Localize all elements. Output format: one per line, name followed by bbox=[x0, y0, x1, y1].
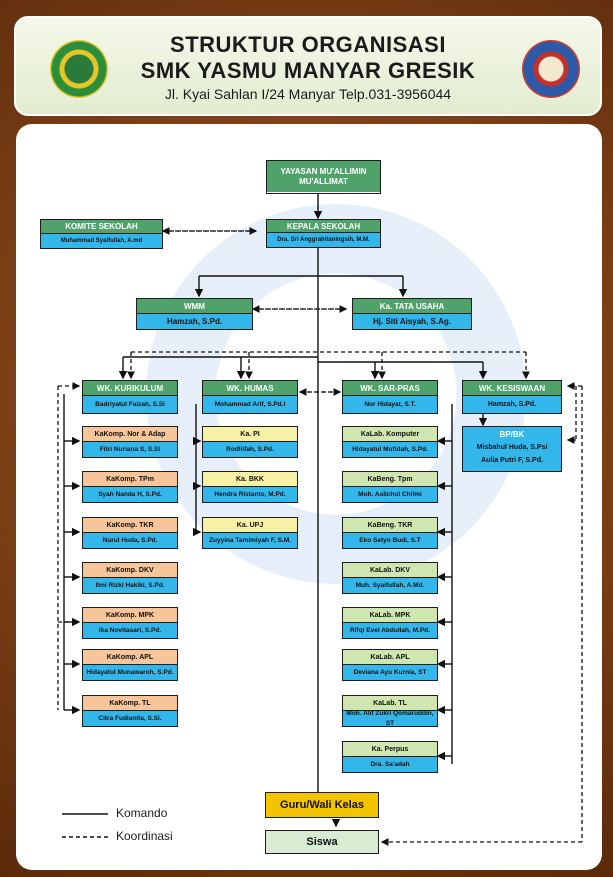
node-guru-wali-kelas: Guru/Wali Kelas bbox=[265, 792, 379, 818]
unit-name: Hidayatul Mufidah, S.Pd. bbox=[343, 441, 437, 457]
unit-title: KaKomp. TKR bbox=[83, 518, 177, 533]
unit-name: Hendra Ristanto, M.Pd. bbox=[203, 486, 297, 502]
node-wk-humas: WK. HUMAS Mohammad Arif, S.Pd.I bbox=[202, 380, 298, 414]
node-komite-sekolah: KOMITE SEKOLAH Muhammad Syaifullah, A.md bbox=[40, 219, 163, 249]
unit-name: Citra Fudianita, S.Si. bbox=[83, 710, 177, 726]
unit-title: KaBeng. TKR bbox=[343, 518, 437, 533]
legend-koordinasi: Koordinasi bbox=[116, 829, 173, 843]
chart-area: YAYASAN MU'ALLIMIN MU'ALLIMAT KOMITE SEK… bbox=[16, 124, 602, 870]
unit-title: KaKomp. TPm bbox=[83, 472, 177, 487]
unit-title: KaBeng. Tpm bbox=[343, 472, 437, 487]
unit-name: Moh. Alif Zukri Qomaruddin, ST bbox=[343, 710, 437, 727]
unit-name: Syah Nanda H, S.Pd. bbox=[83, 486, 177, 502]
unit-name: Eko Setyo Budi, S.T bbox=[343, 532, 437, 548]
unit-title: KaKomp. DKV bbox=[83, 563, 177, 578]
unit-name: Fitri Nuriana S, S.Si bbox=[83, 441, 177, 457]
node-wk-sarpras: WK. SAR-PRAS Nor Hidayat, S.T. bbox=[342, 380, 438, 414]
unit-name: Rodliifah, S.Pd. bbox=[203, 441, 297, 457]
node-tata-usaha: Ka. TATA USAHA Hj. Siti Aisyah, S.Ag. bbox=[352, 298, 472, 330]
node-wmm: WMM Hamzah, S.Pd. bbox=[136, 298, 253, 330]
unit-name: Dra. Sa'adah bbox=[343, 756, 437, 772]
unit-title: KaLab. Komputer bbox=[343, 427, 437, 442]
unit-name: Zuyyina Tamimiyah F, S.M. bbox=[203, 532, 297, 548]
unit-title: KaKomp. MPK bbox=[83, 608, 177, 623]
unit-name: Rifqi Evel Abdullah, M.Pd. bbox=[343, 622, 437, 638]
header-banner: STRUKTUR ORGANISASI SMK YASMU MANYAR GRE… bbox=[14, 16, 602, 116]
unit-title: Ka. BKK bbox=[203, 472, 297, 487]
unit-name: Deviana Ayu Kurnia, ST bbox=[343, 664, 437, 680]
foundation-emblem-logo bbox=[522, 40, 580, 98]
unit-title: KaLab. MPK bbox=[343, 608, 437, 623]
unit-name: Ilmi Rizki Hakiki, S.Pd. bbox=[83, 577, 177, 593]
node-kepala-sekolah: KEPALA SEKOLAH Dra. Sri Anggrahitaningsi… bbox=[266, 219, 381, 248]
address-line: Jl. Kyai Sahlan I/24 Manyar Telp.031-395… bbox=[164, 86, 452, 102]
node-wk-kesiswaan: WK. KESISWAAN Hamzah, S.Pd. bbox=[462, 380, 562, 414]
unit-title: KaLab. TL bbox=[343, 696, 437, 711]
node-wk-kurikulum: WK. KURIKULUM Badriyatul Faizah, S.Si bbox=[82, 380, 178, 414]
node-bp-bk: BP/BK Misbahul Huda, S.Psi Aulia Putri F… bbox=[462, 426, 562, 472]
unit-name: Ika Novitasari, S.Pd. bbox=[83, 622, 177, 638]
unit-title: KaKomp. Nor & Adap bbox=[83, 427, 177, 442]
node-yayasan: YAYASAN MU'ALLIMIN MU'ALLIMAT bbox=[266, 160, 381, 194]
unit-title: KaKomp. APL bbox=[83, 650, 177, 665]
unit-title: Ka. UPJ bbox=[203, 518, 297, 533]
node-siswa: Siswa bbox=[265, 830, 379, 854]
unit-name: Moh. Aslichul Chilmi bbox=[343, 486, 437, 502]
school-emblem-logo bbox=[50, 40, 108, 98]
unit-name: Nurul Huda, S.Pd. bbox=[83, 532, 177, 548]
legend-komando: Komando bbox=[116, 806, 168, 820]
unit-title: KaLab. DKV bbox=[343, 563, 437, 578]
unit-name: Hidayatul Munawaroh, S.Pd. bbox=[83, 664, 177, 680]
unit-title: Ka. Perpus bbox=[343, 742, 437, 757]
unit-title: KaKomp. TL bbox=[83, 696, 177, 711]
unit-title: Ka. PI bbox=[203, 427, 297, 442]
connector-lines bbox=[57, 194, 583, 846]
unit-title: KaLab. APL bbox=[343, 650, 437, 665]
title-line-2: SMK YASMU MANYAR GRESIK bbox=[140, 58, 476, 83]
unit-name: Muh. Syaifullah, A.Md. bbox=[343, 577, 437, 593]
title-line-1: STRUKTUR ORGANISASI bbox=[170, 32, 446, 57]
